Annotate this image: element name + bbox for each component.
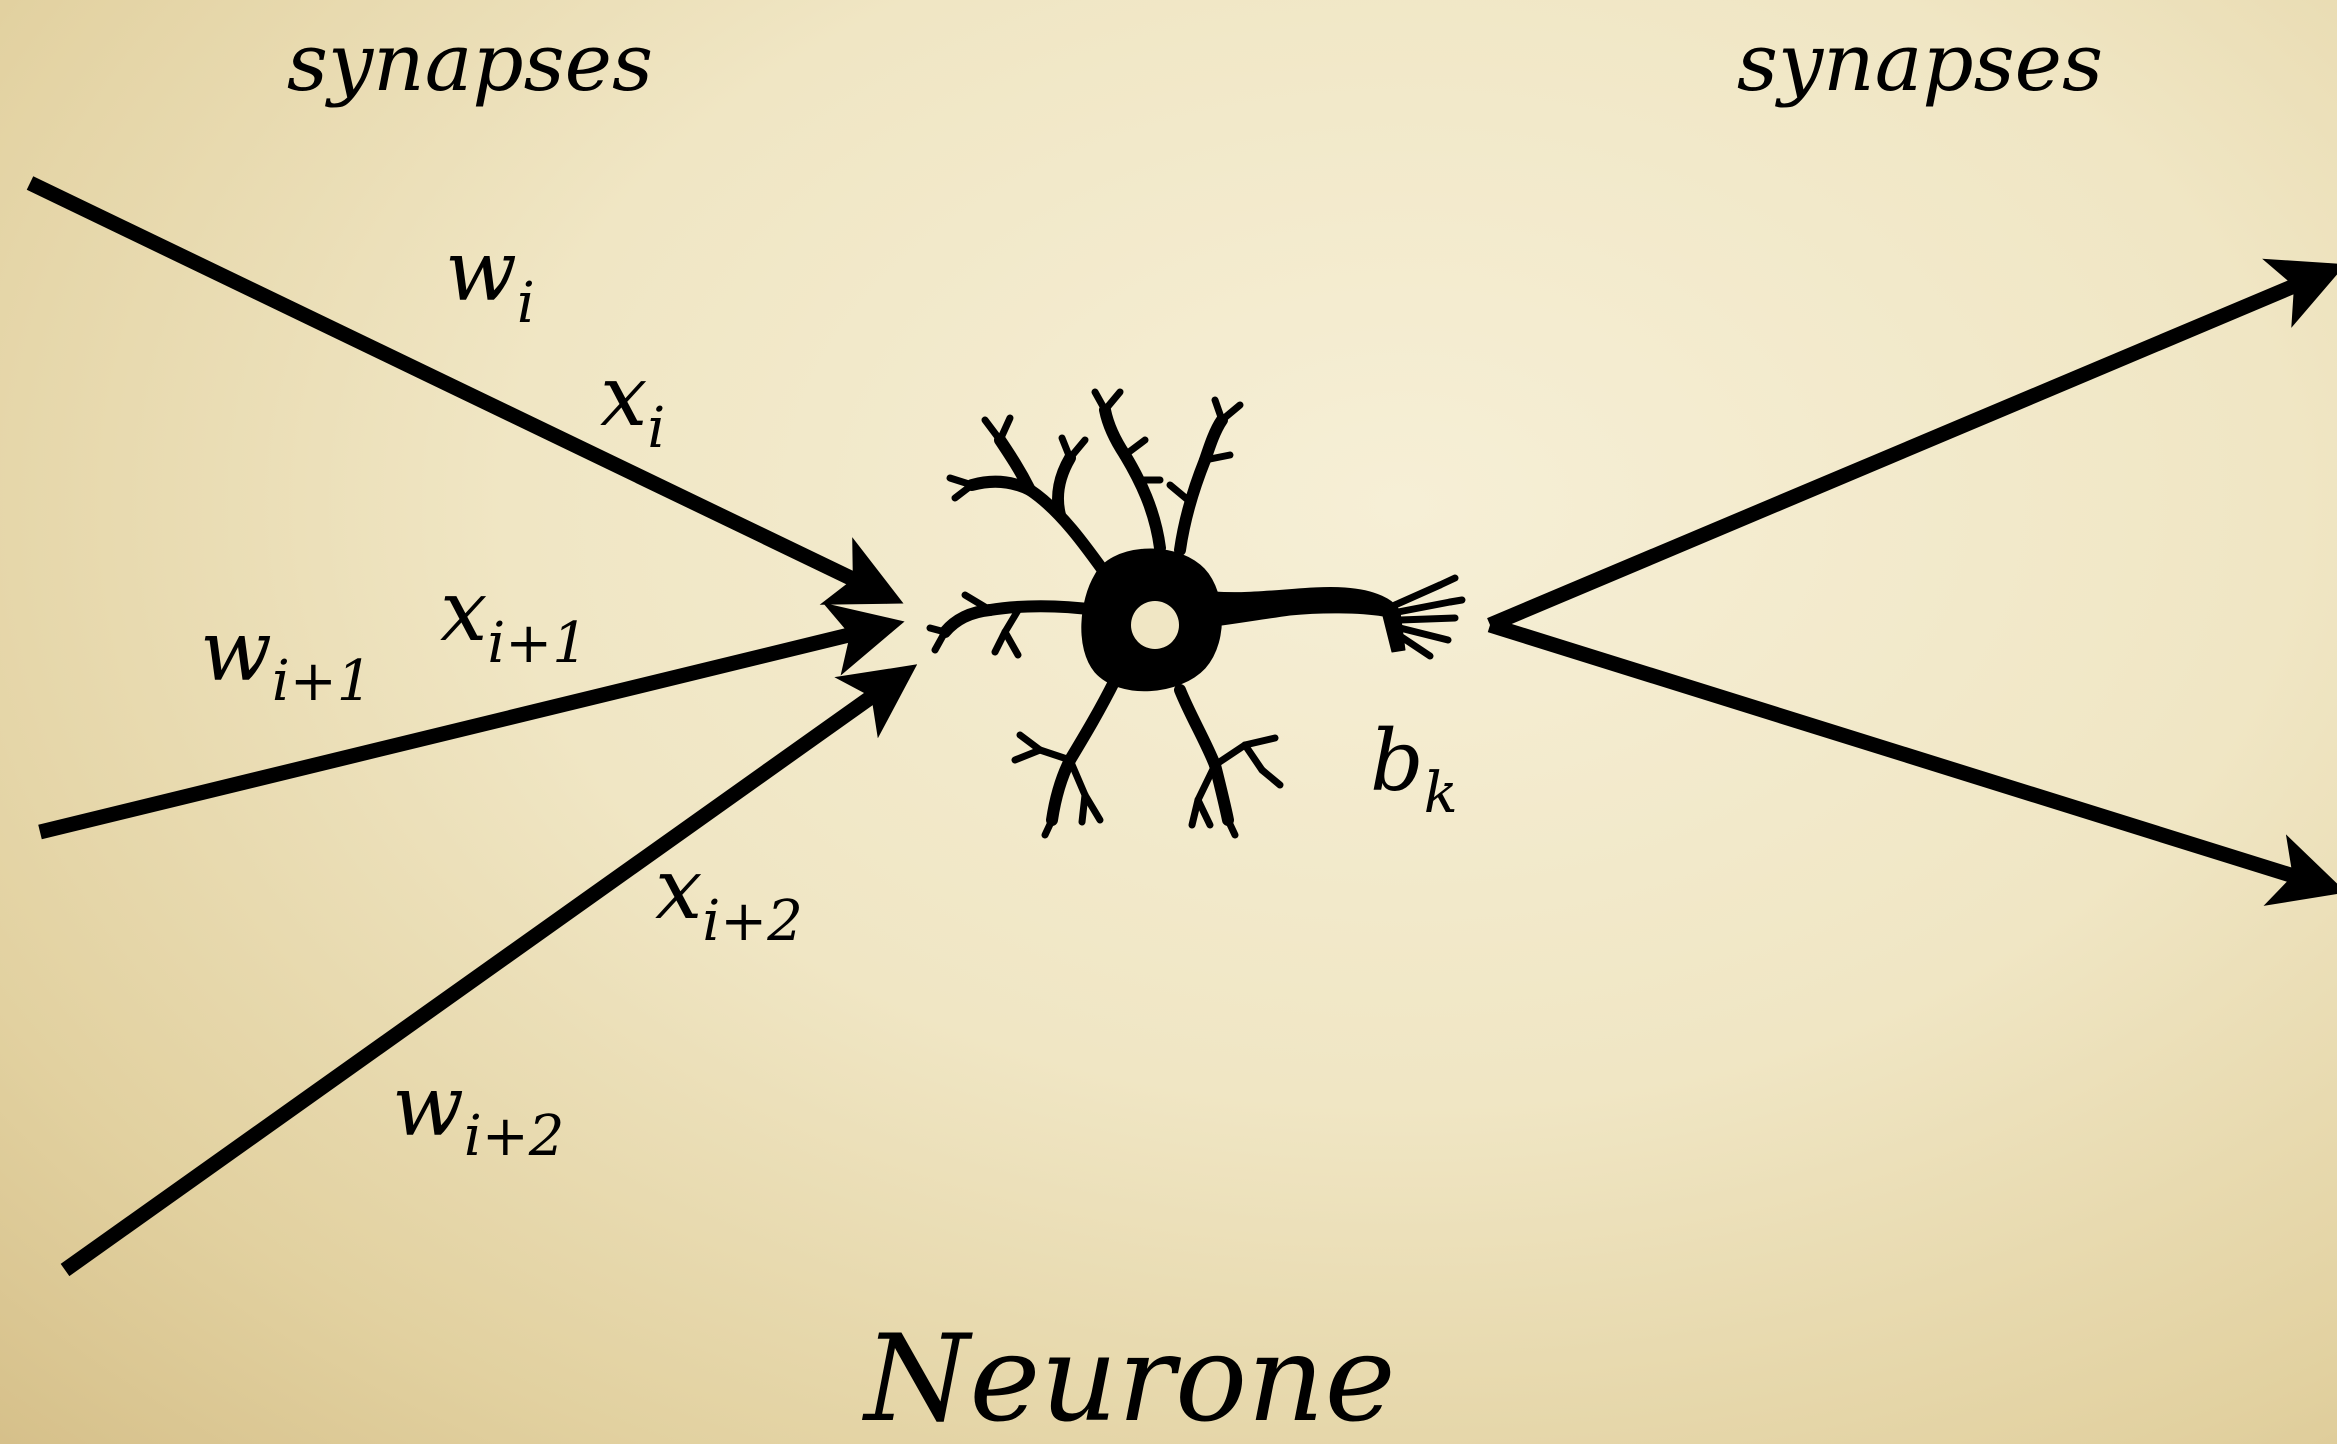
- input-arrow-i-plus-1: [38, 602, 905, 840]
- neurone-title: Neurone: [861, 1310, 1395, 1444]
- input-arrow-i: [26, 176, 904, 605]
- synapses-right-label: synapses: [1737, 16, 2103, 109]
- synapses-left-label: synapses: [287, 16, 653, 109]
- input-arrow-i-plus-2: [60, 664, 918, 1277]
- output-arrow-lower: [1487, 617, 2337, 906]
- output-arrow-upper: [1487, 258, 2337, 632]
- weight-w-i-plus-2-label: wi+2: [392, 1057, 564, 1169]
- neuron-nucleus: [1131, 601, 1179, 649]
- bias-b-k-label: bk: [1370, 712, 1458, 826]
- weight-w-i-plus-1-label: wi+1: [200, 602, 372, 714]
- weight-w-i-label: wi: [445, 222, 535, 336]
- input-x-i-label: xi: [600, 347, 665, 461]
- input-x-i-plus-2-label: xi+2: [655, 840, 803, 954]
- input-x-i-plus-1-label: xi+1: [440, 562, 588, 676]
